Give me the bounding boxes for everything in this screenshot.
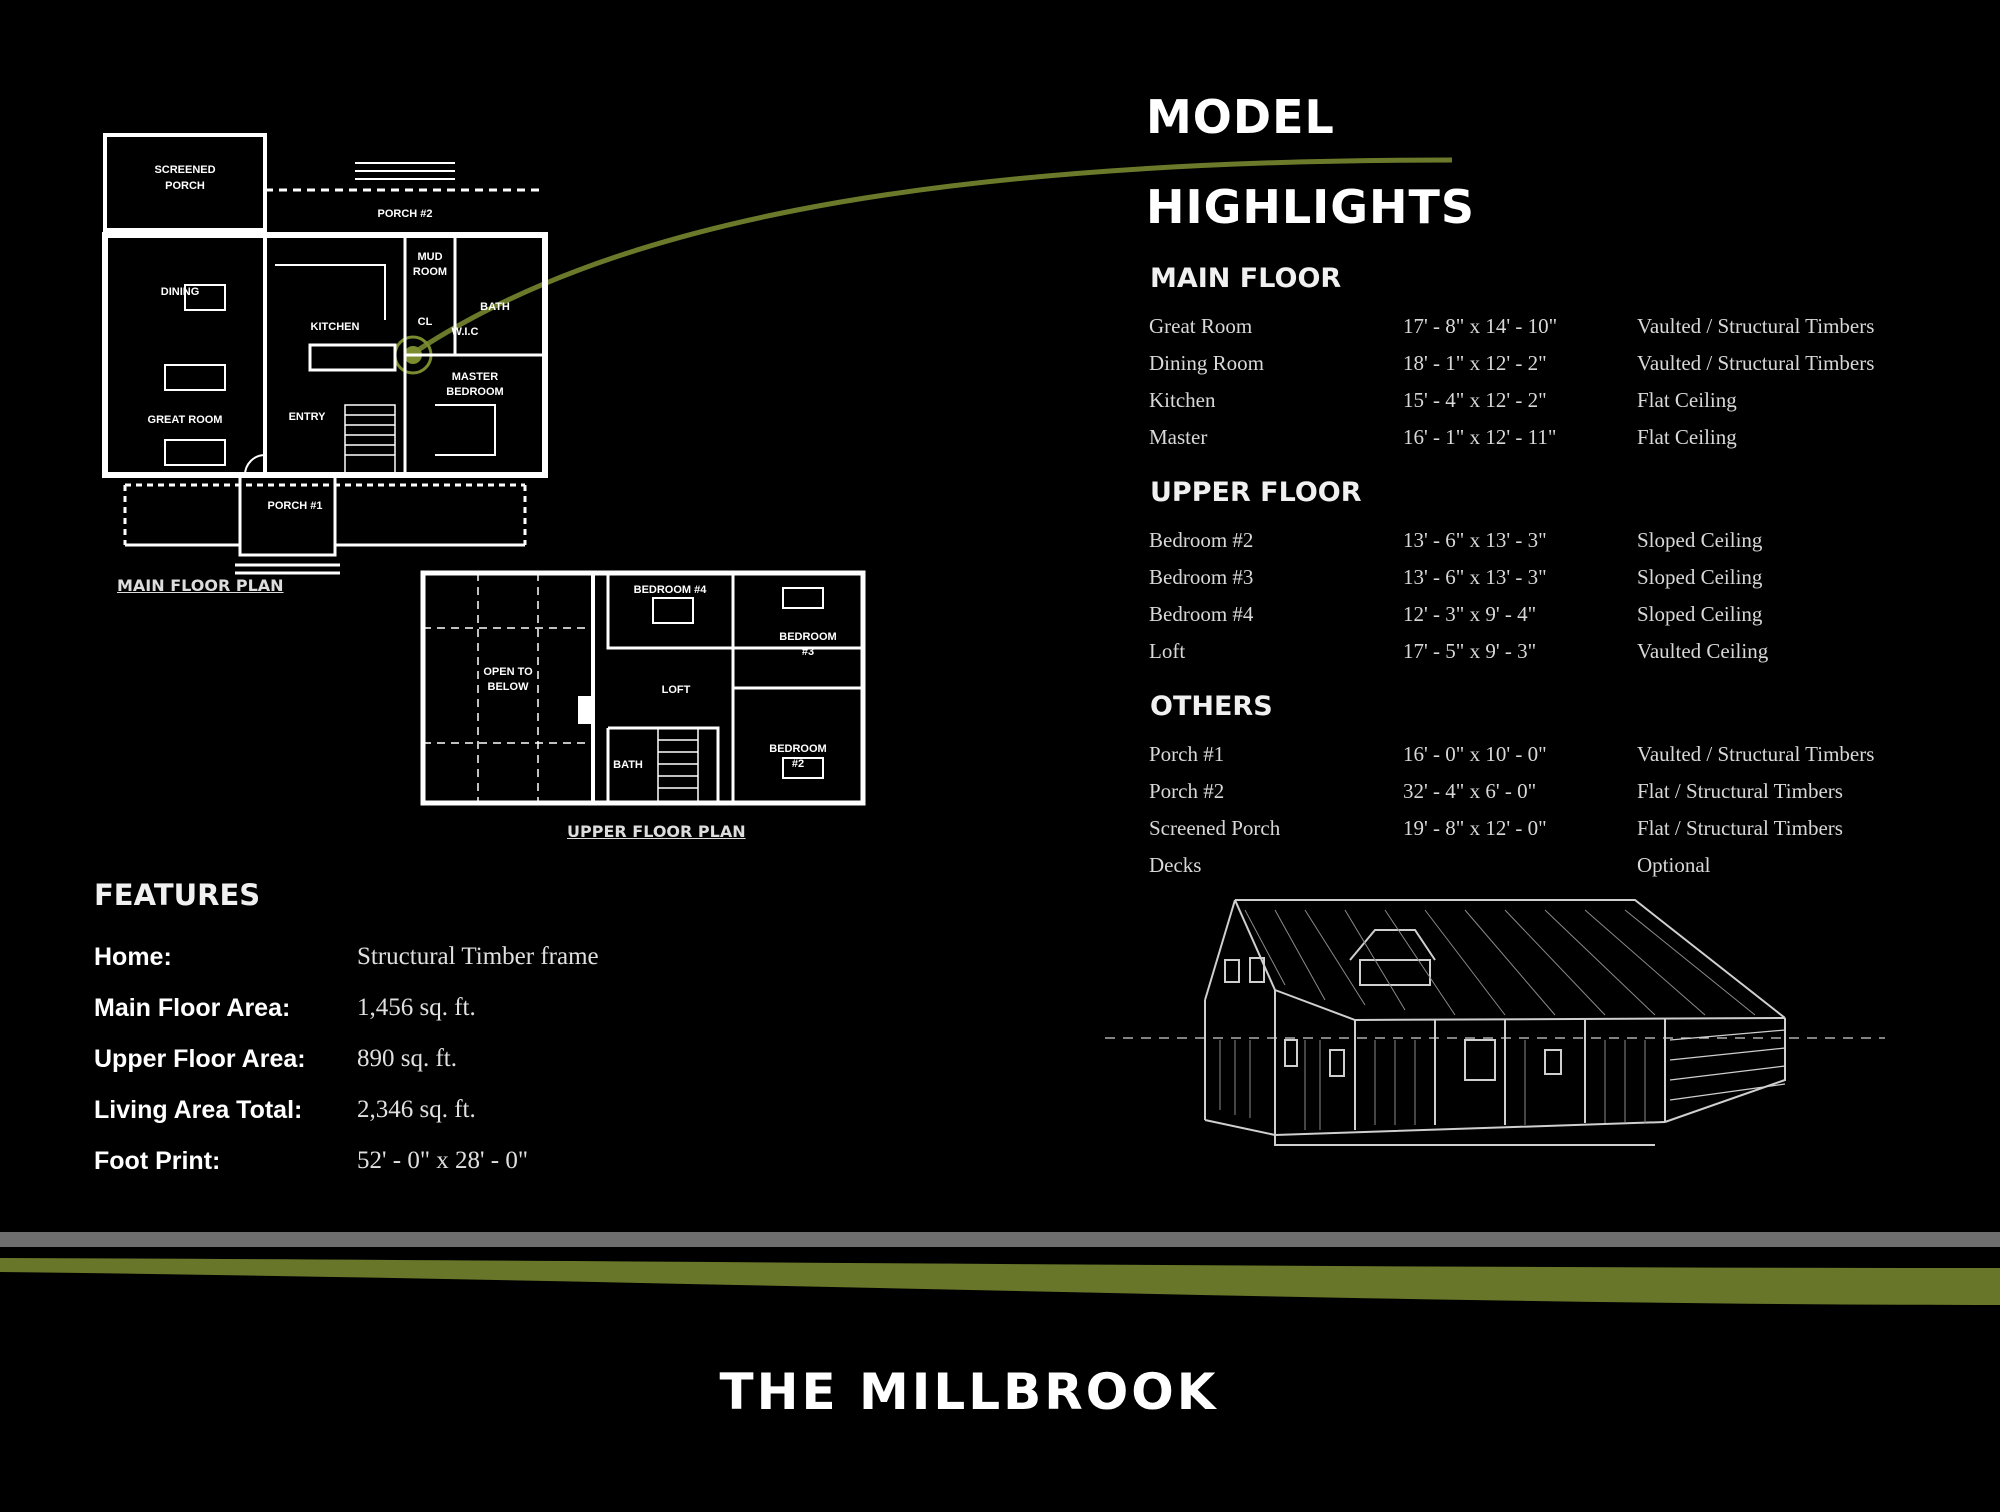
room-label: PORCH [165,180,205,192]
room-label: BELOW [488,681,530,693]
room-size: 13' - 6" x 13' - 3" [1403,528,1547,552]
upper-floor-plan-caption: UPPER FLOOR PLAN [567,822,746,841]
room-label: PORCH #2 [377,208,432,220]
room-label: ROOM [413,266,447,278]
table-row: Loft 17' - 5" x 9' - 3" Vaulted Ceiling [1149,639,1949,673]
room-name: Decks [1149,853,1202,877]
room-label: MASTER [452,371,499,383]
room-name: Screened Porch [1149,816,1281,840]
room-label: BEDROOM #4 [634,584,708,596]
room-label: BEDROOM [779,631,836,643]
room-name: Porch #2 [1149,779,1225,803]
room-name: Bedroom #3 [1149,565,1254,589]
room-size: 32' - 4" x 6' - 0" [1403,779,1537,803]
feature-label: Foot Print: [94,1147,221,1175]
room-name: Loft [1149,639,1186,663]
room-label: LOFT [662,684,691,696]
room-notes: Flat / Structural Timbers [1637,816,1843,840]
table-row: Bedroom #4 12' - 3" x 9' - 4" Sloped Ceili… [1149,602,1949,636]
room-label: #3 [802,646,814,658]
section-heading: OTHERS [1150,691,1273,722]
room-label: BEDROOM [446,386,503,398]
room-label: ENTRY [289,411,327,423]
room-label: BATH [613,759,643,771]
room-label: CL [418,316,433,328]
room-label: DINING [161,286,200,298]
feature-label: Upper Floor Area: [94,1045,306,1073]
feature-value: 52' - 0" x 28' - 0" [357,1147,529,1174]
title-highlights: HIGHLIGHTS [1146,180,1476,234]
room-label: PORCH #1 [267,500,322,512]
table-row: Master 16' - 1" x 12' - 11" Flat Ceiling [1149,425,1949,459]
room-notes: Vaulted / Structural Timbers [1637,314,1875,338]
feature-value: Structural Timber frame [357,943,599,970]
feature-label: Home: [94,943,172,971]
room-notes: Vaulted / Structural Timbers [1637,351,1875,375]
room-label: SCREENED [154,164,215,176]
room-size: 17' - 5" x 9' - 3" [1403,639,1537,663]
feature-value: 1,456 sq. ft. [357,994,476,1021]
room-size: 12' - 3" x 9' - 4" [1403,602,1537,626]
room-size: 17' - 8" x 14' - 10" [1403,314,1558,338]
feature-value: 2,346 sq. ft. [357,1096,476,1123]
divider-green-swoosh [0,1258,2000,1305]
divider-gray-band [0,1232,2000,1247]
section-heading: MAIN FLOOR [1150,263,1342,294]
room-notes: Flat / Structural Timbers [1637,779,1843,803]
room-notes: Flat Ceiling [1637,388,1737,412]
room-notes: Sloped Ceiling [1637,565,1763,589]
room-size: 18' - 1" x 12' - 2" [1403,351,1547,375]
table-row: Screened Porch 19' - 8" x 12' - 0" Flat / … [1149,816,1949,850]
section-heading: UPPER FLOOR [1150,477,1362,508]
table-row: Porch #1 16' - 0" x 10' - 0" Vaulted / Str… [1149,742,1949,776]
table-row: Porch #2 32' - 4" x 6' - 0" Flat / Structu… [1149,779,1949,813]
room-size: 16' - 0" x 10' - 0" [1403,742,1547,766]
main-floor-plan: SCREENED PORCH PORCH #2 DINING KITCHEN M… [102,133,548,575]
main-floor-plan-caption: MAIN FLOOR PLAN [117,576,284,595]
feature-label: Main Floor Area: [94,994,291,1022]
table-row: Dining Room 18' - 1" x 12' - 2" Vaulted / … [1149,351,1949,385]
room-label: GREAT ROOM [148,414,223,426]
room-notes: Sloped Ceiling [1637,602,1763,626]
room-name: Kitchen [1149,388,1216,412]
room-name: Bedroom #2 [1149,528,1254,552]
room-notes: Optional [1637,853,1711,877]
features-heading: FEATURES [94,878,261,912]
room-label: W.I.C [452,326,479,338]
table-row: Bedroom #2 13' - 6" x 13' - 3" Sloped Ceil… [1149,528,1949,562]
room-size: 16' - 1" x 12' - 11" [1403,425,1557,449]
room-label: OPEN TO [483,666,533,678]
house-sketch [1105,899,1885,1146]
room-name: Dining Room [1149,351,1264,375]
table-row: Decks Optional [1149,853,1949,887]
room-label: BEDROOM [769,743,826,755]
feature-value: 890 sq. ft. [357,1045,457,1072]
room-name: Great Room [1149,314,1253,338]
title-model: MODEL [1146,90,1335,144]
room-size: 15' - 4" x 12' - 2" [1403,388,1547,412]
room-label: BATH [480,301,510,313]
room-label: #2 [792,758,804,770]
room-notes: Vaulted Ceiling [1637,639,1769,663]
table-row: Bedroom #3 13' - 6" x 13' - 3" Sloped Ceil… [1149,565,1949,599]
room-size: 13' - 6" x 13' - 3" [1403,565,1547,589]
room-name: Master [1149,425,1208,449]
room-notes: Flat Ceiling [1637,425,1737,449]
table-row: Great Room 17' - 8" x 14' - 10" Vaulted / … [1149,314,1949,348]
upper-floor-plan: OPEN TO BELOW BEDROOM #4 BEDROOM #3 LOFT… [420,570,866,806]
table-row: Kitchen 15' - 4" x 12' - 2" Flat Ceiling [1149,388,1949,422]
room-name: Bedroom #4 [1149,602,1254,626]
room-notes: Vaulted / Structural Timbers [1637,742,1875,766]
room-label: MUD [417,251,442,263]
room-label: KITCHEN [311,321,360,333]
feature-label: Living Area Total: [94,1096,303,1124]
room-notes: Sloped Ceiling [1637,528,1763,552]
room-size: 19' - 8" x 12' - 0" [1403,816,1547,840]
room-name: Porch #1 [1149,742,1225,766]
footer-title: THE MILLBROOK [719,1363,1219,1421]
